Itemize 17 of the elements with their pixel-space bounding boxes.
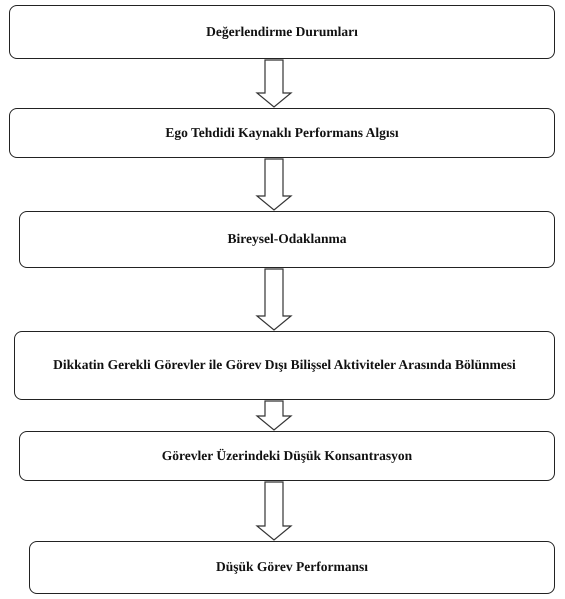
process-box <box>14 331 555 400</box>
process-box <box>9 108 555 158</box>
process-box <box>29 541 555 594</box>
box-label: Bireysel-Odaklanma <box>227 230 346 248</box>
process-box <box>19 211 555 268</box>
process-box <box>19 431 555 481</box>
box-label: Düşük Görev Performansı <box>216 558 368 576</box>
box-label: Ego Tehdidi Kaynaklı Performans Algısı <box>165 124 399 142</box>
box-label: Görevler Üzerindeki Düşük Konsantrasyon <box>162 446 412 465</box>
hollow-arrow <box>255 158 293 211</box>
box-label: Değerlendirme Durumları <box>206 22 358 41</box>
hollow-arrow <box>255 481 293 541</box>
box-label: Dikkatin Gerekli Görevler ile Görev Dışı Bilişsel Aktiviteler Arasında Bölünmesi <box>53 356 516 374</box>
hollow-arrow <box>255 400 293 431</box>
process-box <box>9 5 555 59</box>
hollow-arrow <box>255 59 293 108</box>
hollow-arrow <box>255 268 293 331</box>
